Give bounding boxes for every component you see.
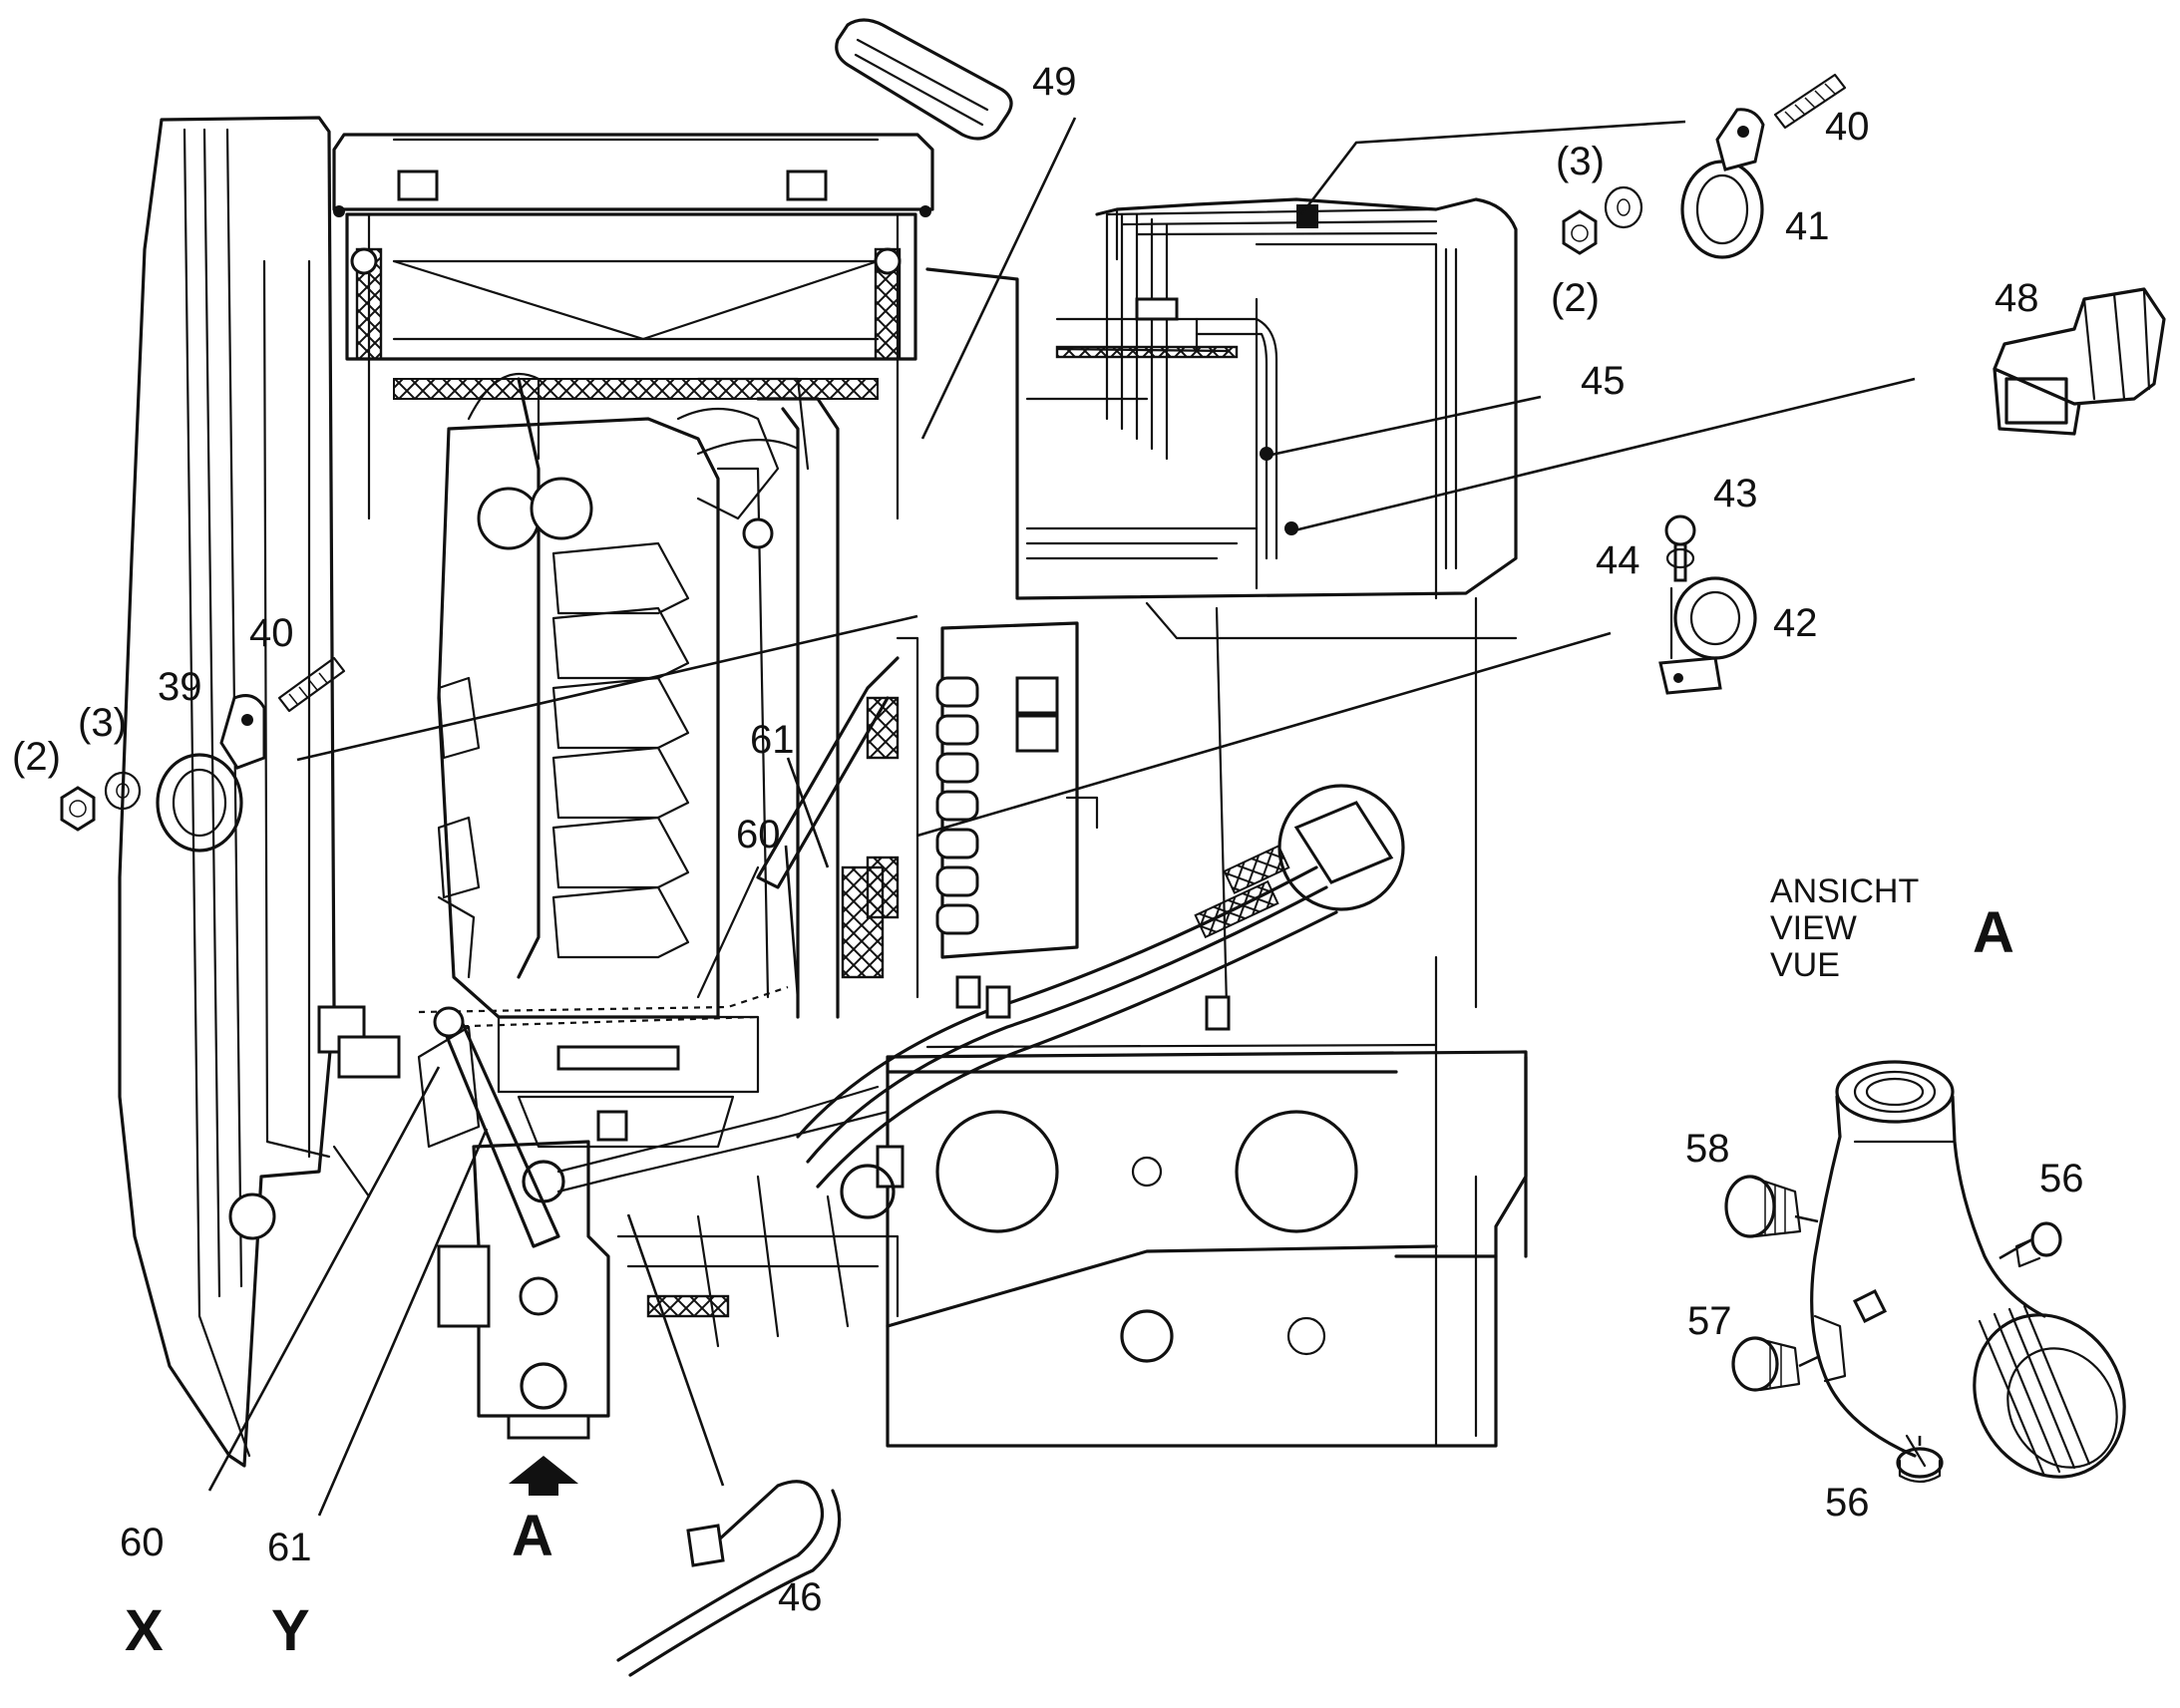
radiator-assembly — [332, 133, 934, 520]
callout-40-top: 40 — [1825, 105, 1870, 149]
part-57-plug — [1731, 1336, 1801, 1392]
cylinder-head-covers — [551, 541, 690, 959]
intake-pipes — [418, 397, 840, 1149]
view-label-en: VIEW — [1770, 909, 1857, 947]
part-41-clamp — [1680, 108, 1765, 259]
callout-44: 44 — [1596, 538, 1640, 582]
leader-lines — [207, 117, 2033, 1517]
view-label-letter: A — [1973, 900, 2014, 965]
fuse-row — [935, 676, 979, 935]
variant-x: X — [125, 1598, 164, 1663]
callout-45: 45 — [1581, 359, 1626, 403]
callout-40-left: 40 — [249, 611, 294, 655]
callout-42: 42 — [1773, 601, 1818, 645]
view-a-caption: ANSICHT VIEW VUE A — [1770, 872, 2014, 984]
variant-labels: X Y — [125, 1598, 310, 1663]
part-40-bolt-left — [277, 656, 346, 713]
callout-41: 41 — [1785, 204, 1830, 248]
part-49-filter-element — [835, 18, 1013, 141]
callout-3-top: (3) — [1556, 140, 1605, 183]
cab-frame-left — [118, 116, 371, 1468]
part-3-washer-left — [104, 771, 142, 811]
part-40-bolt-top — [1773, 73, 1847, 130]
callout-49: 49 — [1032, 60, 1077, 104]
callout-43: 43 — [1713, 472, 1758, 515]
part-46-cable-tie — [616, 1480, 842, 1677]
callout-46: 46 — [778, 1575, 823, 1619]
part-42-clamp — [1658, 576, 1757, 695]
view-label-fr: VUE — [1770, 946, 1840, 984]
view-label-de: ANSICHT — [1770, 872, 1919, 910]
part-58-plug — [1724, 1175, 1802, 1238]
part-2-nut-top — [1562, 209, 1598, 255]
callout-2-left: (2) — [12, 735, 61, 779]
part-48-sleeve — [1993, 287, 2166, 436]
callout-48: 48 — [1995, 276, 2039, 320]
wire-harness — [796, 784, 1405, 1189]
linkage-rods — [433, 656, 900, 1248]
callout-58: 58 — [1685, 1127, 1730, 1171]
arrow-a-label: A — [512, 1504, 553, 1568]
part-3-washer-top — [1604, 185, 1643, 229]
relay-fuse-panel — [866, 621, 1099, 999]
callout-39: 39 — [158, 665, 202, 709]
callout-56-right: 56 — [2039, 1157, 2084, 1200]
part-43-bolt — [1664, 514, 1696, 582]
part-44-washer — [1665, 547, 1695, 569]
callout-61-mid: 61 — [750, 718, 795, 762]
lower-pump-assembly — [337, 1025, 905, 1440]
part-56-plug-bottom — [1896, 1447, 1944, 1484]
upper-right-tubing-block — [925, 197, 1518, 600]
view-a-arrow — [509, 1456, 578, 1496]
callout-61-bottom: 61 — [267, 1526, 312, 1569]
callout-60-bottom: 60 — [120, 1521, 165, 1564]
part-2-nut-left — [60, 786, 96, 832]
view-a-elbow-pipe — [1810, 1060, 2126, 1479]
callout-2-top: (2) — [1551, 276, 1600, 320]
callout-3-left: (3) — [78, 701, 127, 745]
lower-right-hull — [886, 596, 1528, 1448]
callout-labels: 49 40 (3) 41 (2) 48 45 43 44 42 40 39 (3… — [12, 60, 2084, 1619]
callout-60-mid: 60 — [736, 813, 781, 856]
part-39-clamp — [156, 694, 266, 853]
engine-block — [437, 372, 810, 1019]
callout-56-bottom: 56 — [1825, 1481, 1870, 1525]
callout-57: 57 — [1687, 1299, 1732, 1343]
variant-y: Y — [271, 1598, 310, 1663]
